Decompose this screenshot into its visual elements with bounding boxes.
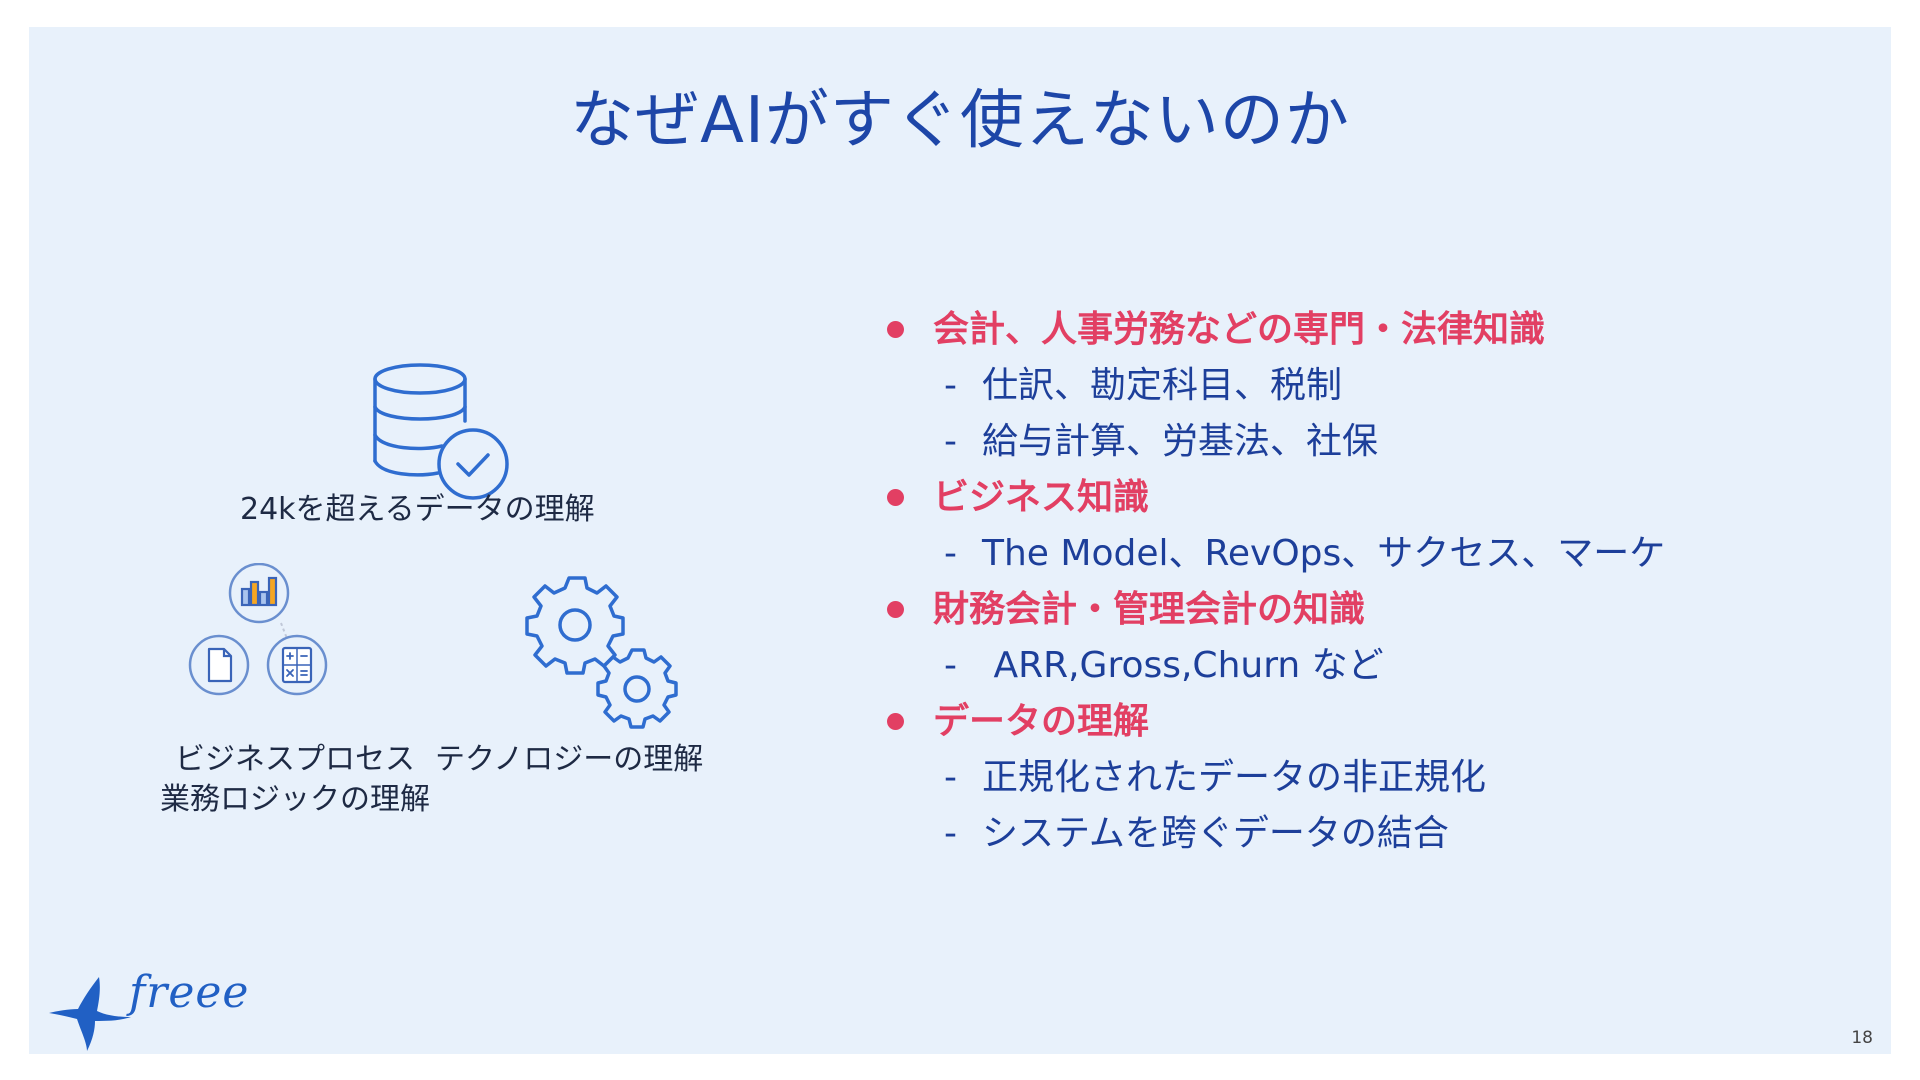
slide: なぜAIがすぐ使えないのか 24kを超えるデータの理解 — [29, 27, 1891, 1054]
bullet-dot-icon — [887, 601, 904, 618]
freee-logo: freee — [47, 967, 248, 1054]
data-understanding-caption: 24kを超えるデータの理解 — [240, 492, 595, 527]
bullet-sub: - 仕訳、勘定科目、税制 — [885, 358, 1865, 414]
swallow-bird-icon — [49, 977, 131, 1051]
calculator-icon — [266, 634, 328, 696]
bullet-sub: - システムを跨ぐデータの結合 — [885, 806, 1865, 862]
dash-marker: - — [944, 421, 957, 462]
gears-icon — [525, 576, 678, 729]
business-caption-line1: ビジネスプロセス — [175, 742, 415, 777]
logo-wordmark: freee — [129, 967, 250, 1018]
bullet-sub-label: 仕訳、勘定科目、税制 — [982, 365, 1343, 406]
dash-marker: - — [944, 813, 957, 854]
page-number: 18 — [1851, 1028, 1873, 1048]
bullet-sub-label: システムを跨ぐデータの結合 — [982, 813, 1449, 854]
bullet-sub: - 正規化されたデータの非正規化 — [885, 750, 1865, 806]
bullet-sub: - ARR,Gross,Churn など — [885, 638, 1865, 694]
bullet-label: 財務会計・管理会計の知識 — [933, 589, 1366, 630]
bullet-sub: - 給与計算、労基法、社保 — [885, 414, 1865, 470]
bullet-label: 会計、人事労務などの専門・法律知識 — [933, 309, 1546, 350]
bullet-main: データの理解 — [885, 694, 1865, 750]
dash-marker: - — [944, 365, 957, 406]
business-process-caption: ビジネスプロセス 業務ロジックの理解 — [125, 740, 465, 820]
bullet-main: 会計、人事労務などの専門・法律知識 — [885, 302, 1865, 358]
bullet-sub-label: 正規化されたデータの非正規化 — [982, 757, 1487, 798]
database-check-icon — [373, 363, 509, 500]
bullet-dot-icon — [887, 713, 904, 730]
bullet-dot-icon — [887, 489, 904, 506]
dash-marker: - — [944, 645, 957, 686]
bar-chart-icon — [228, 563, 292, 650]
document-icon — [188, 634, 250, 696]
bullet-main: ビジネス知識 — [885, 470, 1865, 526]
bullet-main: 財務会計・管理会計の知識 — [885, 582, 1865, 638]
dash-marker: - — [944, 757, 957, 798]
business-caption-line2: 業務ロジックの理解 — [160, 782, 430, 817]
bullet-sub: - The Model、RevOps、サクセス、マーケ — [885, 526, 1865, 582]
bullet-sub-label: ARR,Gross,Churn など — [982, 645, 1384, 686]
technology-caption: テクノロジーの理解 — [435, 742, 704, 777]
slide-title: なぜAIがすぐ使えないのか — [570, 84, 1350, 158]
bullet-label: ビジネス知識 — [933, 477, 1150, 518]
bullet-sub-label: The Model、RevOps、サクセス、マーケ — [982, 533, 1666, 574]
dash-marker: - — [944, 533, 957, 574]
knowledge-bullet-list: 会計、人事労務などの専門・法律知識 - 仕訳、勘定科目、税制 - 給与計算、労基… — [885, 302, 1865, 862]
bullet-label: データの理解 — [933, 701, 1150, 742]
bullet-dot-icon — [887, 321, 904, 338]
bullet-sub-label: 給与計算、労基法、社保 — [982, 421, 1379, 462]
